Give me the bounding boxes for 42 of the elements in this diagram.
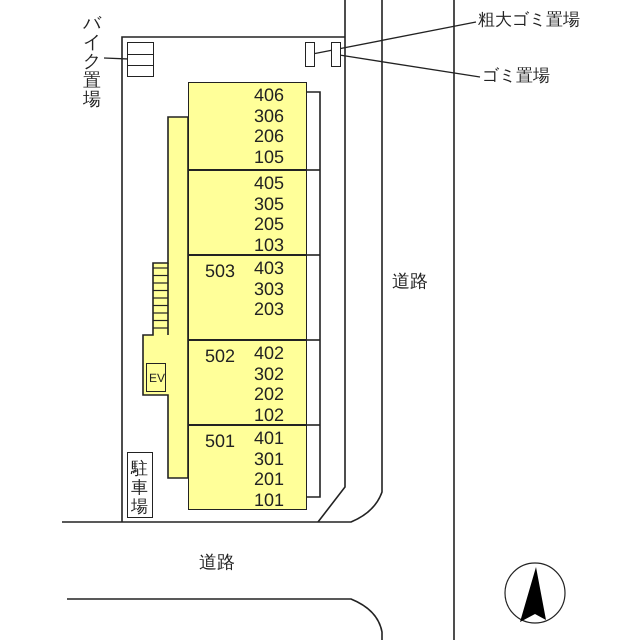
area-label: バイク置場 [80, 12, 106, 108]
unit-number: 103 [254, 236, 284, 254]
area-label: 粗大ゴミ置場 [476, 8, 586, 32]
unit-number: 405 [254, 174, 284, 192]
elevator-label: EV [149, 372, 166, 384]
leader-line [314, 21, 476, 54]
unit-number: 301 [254, 450, 284, 468]
unit-number: 205 [254, 215, 284, 233]
bin-box [305, 42, 315, 67]
area-label: ゴミ置場 [480, 64, 552, 88]
unit-number: 201 [254, 470, 284, 488]
unit-number: 406 [254, 86, 284, 104]
unit-number: 101 [254, 490, 284, 508]
bike-rack [127, 42, 154, 77]
building-unit [188, 340, 307, 425]
bin-box [331, 42, 341, 67]
unit-number: 501 [205, 432, 236, 450]
unit-number: 102 [254, 406, 284, 424]
unit-number: 401 [254, 429, 284, 447]
unit-number: 206 [254, 127, 284, 145]
unit-number: 305 [254, 194, 284, 212]
leader-line [104, 57, 128, 60]
parking-box [127, 452, 153, 518]
building-unit [188, 255, 307, 340]
parking-label: 駐車場 [131, 459, 148, 516]
road-label: 道路 [199, 553, 235, 571]
elevator-box [146, 363, 166, 392]
unit-number: 302 [254, 364, 284, 382]
unit-number: 202 [254, 385, 284, 403]
leader-line [340, 54, 480, 78]
unit-number: 306 [254, 106, 284, 124]
building-unit [188, 170, 307, 255]
unit-number: 402 [254, 344, 284, 362]
unit-number: 303 [254, 280, 284, 298]
building-unit [188, 82, 307, 170]
building-unit [188, 425, 307, 510]
unit-number: 403 [254, 259, 284, 277]
unit-number: 203 [254, 300, 284, 318]
unit-number: 105 [254, 148, 284, 166]
road-label: 道路 [392, 272, 428, 290]
unit-number: 502 [205, 347, 236, 365]
unit-number: 503 [205, 262, 236, 280]
